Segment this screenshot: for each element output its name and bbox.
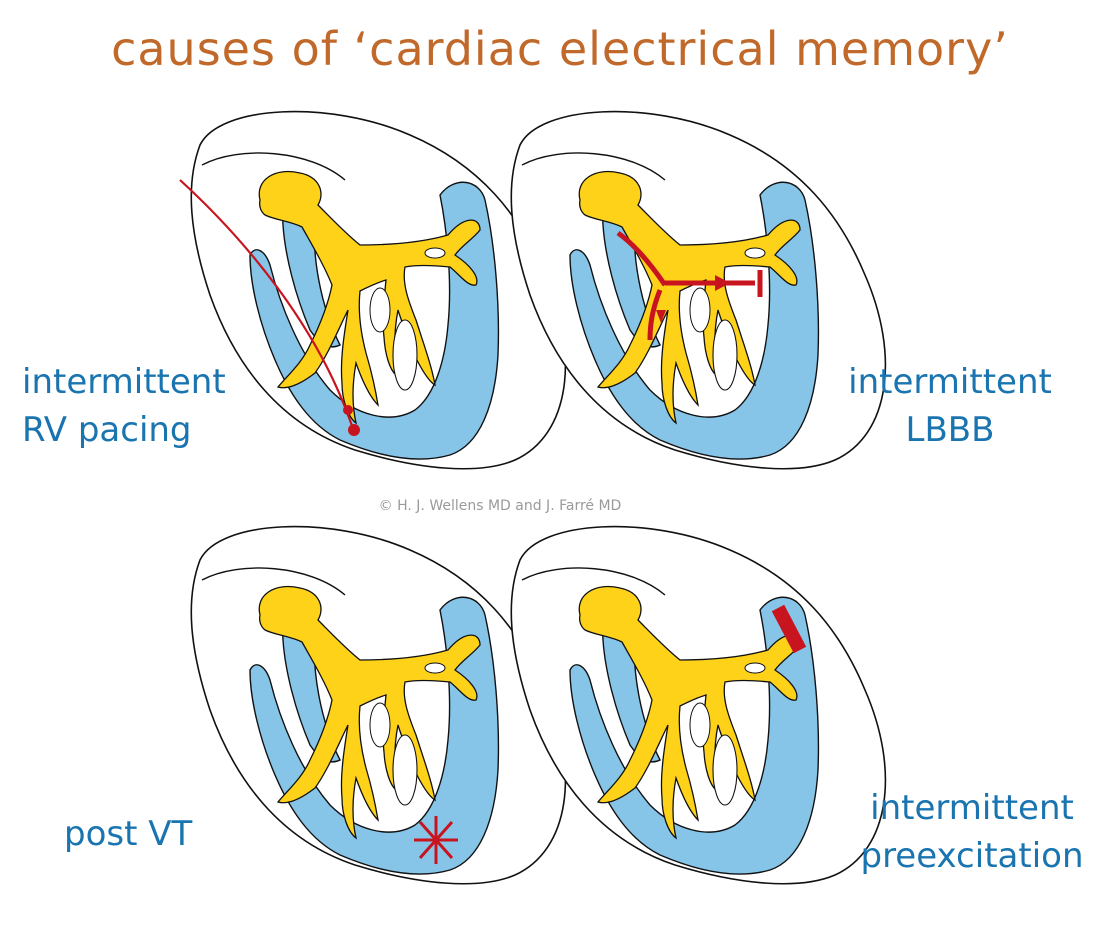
accessory-pathway (771, 604, 807, 654)
label-rv-pacing-line2: RV pacing (22, 410, 192, 450)
label-preexcitation-line2: preexcitation (860, 836, 1084, 876)
label-lbbb-line1: intermittent (848, 362, 1052, 402)
label-lbbb-line2: LBBB (905, 410, 995, 450)
heart-lbbb (510, 110, 887, 470)
label-rv-pacing-line1: intermittent (22, 362, 226, 402)
label-post-vt-line1: post VT (64, 814, 193, 854)
conduction-path-rbb (647, 289, 663, 341)
lead-electrode-proximal (343, 405, 353, 415)
label-preexcitation-line1: intermittent (870, 788, 1074, 828)
arrow-head-down (656, 310, 666, 323)
label-rv-pacing: intermittent RV pacing (22, 358, 226, 454)
page-title: causes of ‘cardiac electrical memory’ (111, 22, 1009, 76)
vt-focus-star (414, 816, 458, 864)
label-post-vt: post VT (64, 810, 192, 858)
arrow-head-right (715, 275, 730, 291)
lead-electrode-tip (348, 424, 360, 436)
heart-post-vt (190, 525, 567, 885)
heart-preexcitation (510, 525, 887, 885)
copyright-notice: © H. J. Wellens MD and J. Farré MD (378, 498, 622, 514)
pacing-lead (179, 179, 357, 436)
heart-rv-pacing (179, 110, 567, 470)
label-preexcitation: intermittent preexcitation (842, 784, 1102, 880)
conduction-path (616, 230, 668, 287)
label-lbbb: intermittent LBBB (830, 358, 1070, 454)
